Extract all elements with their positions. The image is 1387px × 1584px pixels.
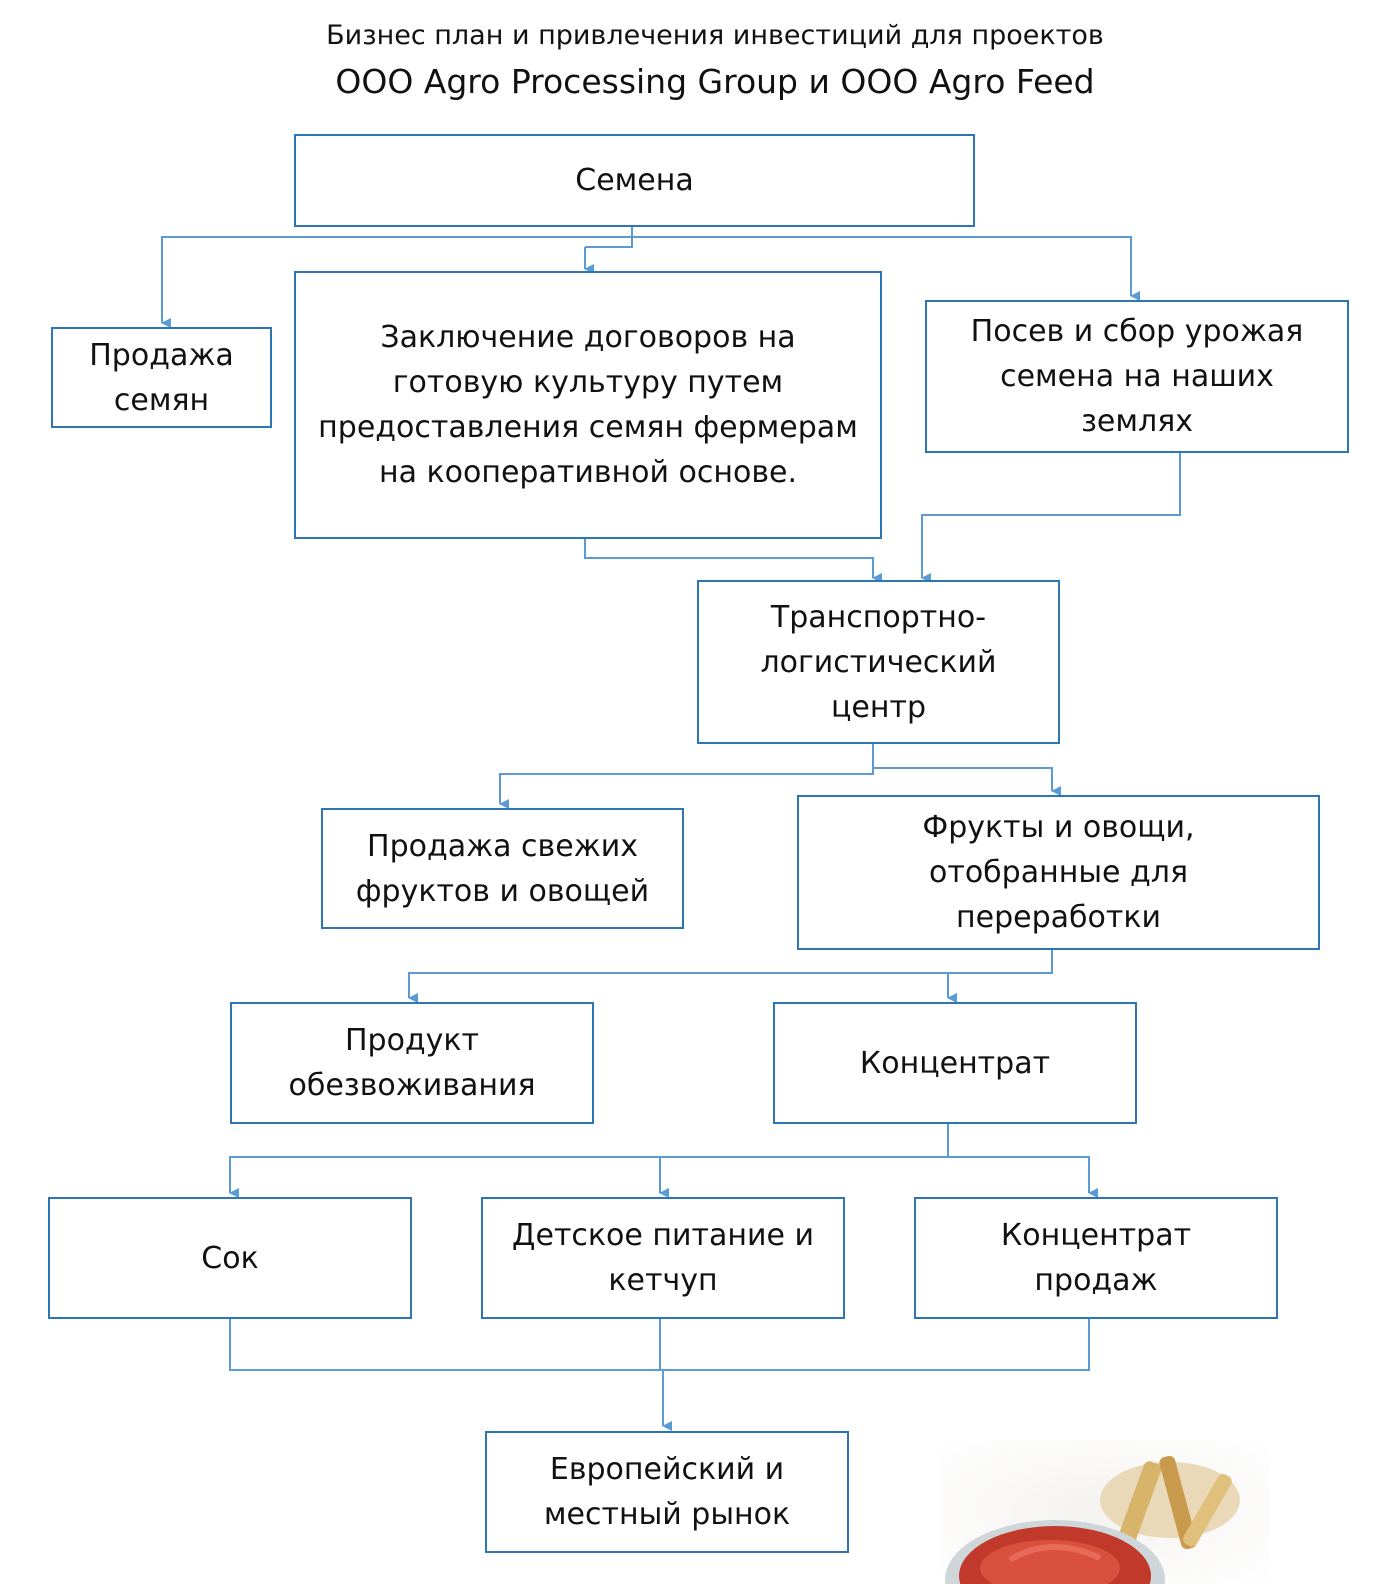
node-baby-food: Детское питание и кетчуп <box>481 1197 845 1319</box>
node-dehydration: Продукт обезвоживания <box>230 1002 594 1124</box>
title-line-2: ООО Agro Processing Group и ООО Agro Fee… <box>335 62 1095 101</box>
conn-logistics-processing <box>873 767 1061 796</box>
conn-concentrate-juice <box>229 1156 948 1198</box>
conn-seeds-right <box>632 236 1140 301</box>
conn-processing-dehydration <box>408 944 1053 1003</box>
conn-contracts-logistics <box>584 534 882 583</box>
node-market: Европейский и местный рынок <box>485 1431 849 1553</box>
node-fresh-sales: Продажа свежих фруктов и овощей <box>321 808 684 929</box>
node-juice: Сок <box>48 1197 412 1319</box>
node-sowing: Посев и сбор урожая семена на наших земл… <box>925 300 1349 453</box>
node-concentrate-sales: Концентрат продаж <box>914 1197 1278 1319</box>
title-line-1: Бизнес план и привлечения инвестиций для… <box>326 20 1104 51</box>
node-logistics: Транспортно-логистический центр <box>697 580 1060 744</box>
node-contracts: Заключение договоров на готовую культуру… <box>294 271 882 539</box>
node-seeds: Семена <box>294 134 975 227</box>
conn-logistics-fresh <box>499 740 874 809</box>
conn-sowing-logistics <box>921 450 1181 583</box>
node-processing: Фрукты и овощи, отобранные для переработ… <box>797 795 1320 950</box>
node-concentrate: Концентрат <box>773 1002 1137 1124</box>
node-seed-sales: Продажа семян <box>51 327 272 428</box>
conn-seeds-left <box>161 236 632 328</box>
conn-concentrate-sales <box>948 1156 1098 1198</box>
ketchup-photo <box>940 1440 1270 1584</box>
